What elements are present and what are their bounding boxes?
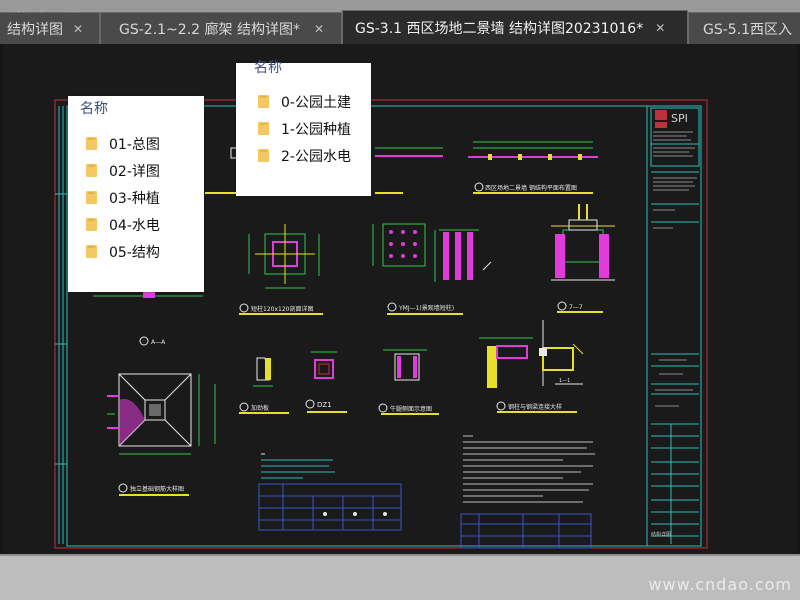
logo-mark bbox=[655, 110, 667, 120]
list-item[interactable]: 0-公园土建 bbox=[258, 88, 351, 115]
tab-label: 结构详图 bbox=[7, 21, 63, 38]
dimension-lines bbox=[107, 234, 320, 444]
list-item[interactable]: 02-详图 bbox=[86, 157, 160, 184]
tab-gs-3-1-active[interactable]: GS-3.1 西区场地二景墙 结构详图20231016* ✕ bbox=[342, 10, 688, 44]
detail-partial-top bbox=[205, 147, 443, 194]
folder-list-popup-right: 名称 0-公园土建 1-公园种植 2-公园水电 bbox=[236, 60, 371, 196]
detail-5-footing-plan: 独立基础钢筋大样图 bbox=[107, 373, 200, 496]
folder-icon bbox=[86, 245, 97, 258]
list-item[interactable]: 1-公园种植 bbox=[258, 115, 351, 142]
detail-10-title: 牛腿侧面示意图 bbox=[390, 405, 432, 413]
column-header-name: 名称 bbox=[80, 101, 108, 117]
folder-label: 2-公园水电 bbox=[281, 148, 351, 165]
folder-label: 0-公园土建 bbox=[281, 94, 351, 111]
tab-structure-detail[interactable]: 结构详图 ✕ bbox=[0, 12, 100, 44]
folder-icon bbox=[86, 137, 97, 150]
folder-list-popup-left: 名称 01-总图 02-详图 03-种植 04-水电 05-结构 bbox=[68, 96, 204, 292]
detail-4-title: A—A bbox=[151, 339, 166, 346]
cad-drawing: SPI bbox=[54, 99, 708, 549]
svg-text:结构详图: 结构详图 bbox=[651, 531, 671, 538]
detail-2-title: 短柱120x120剖面详图 bbox=[251, 305, 313, 313]
folder-label: 1-公园种植 bbox=[281, 121, 351, 138]
detail-8-title: 加劲板 bbox=[251, 404, 269, 412]
tab-label: GS-5.1西区入 bbox=[703, 21, 793, 38]
close-icon[interactable]: ✕ bbox=[655, 20, 666, 35]
folder-icon bbox=[258, 95, 269, 108]
detail-4-section: A—A bbox=[93, 288, 203, 346]
detail-6-embedded-plate: YMJ—1(景观墙短柱) bbox=[372, 223, 463, 315]
list-item[interactable]: 05-结构 bbox=[86, 238, 160, 265]
tab-gs-5-1[interactable]: GS-5.1西区入 bbox=[688, 12, 800, 44]
column-header-name: 名称 bbox=[254, 60, 282, 76]
drawing-border-red bbox=[54, 99, 708, 549]
folder-icon bbox=[86, 191, 97, 204]
list-item[interactable]: 2-公园水电 bbox=[258, 142, 351, 169]
folder-label: 02-详图 bbox=[109, 163, 160, 180]
detail-7-footing-section: 7—7 bbox=[551, 204, 615, 313]
folder-icon bbox=[86, 218, 97, 231]
detail-5-title: 独立基础钢筋大样图 bbox=[130, 485, 184, 493]
detail-anchor-elevation bbox=[434, 229, 492, 282]
tab-label: GS-2.1~2.2 廊架 结构详图* bbox=[119, 21, 300, 38]
detail-9-title: DZ1 bbox=[317, 401, 332, 409]
detail-6-title: YMJ—1(景观墙短柱) bbox=[398, 304, 454, 312]
folder-label: 01-总图 bbox=[109, 136, 160, 153]
tab-label: GS-3.1 西区场地二景墙 结构详图20231016* bbox=[355, 20, 644, 37]
detail-9-dz1: DZ1 bbox=[305, 351, 347, 413]
tab-gs-2-1-corridor[interactable]: GS-2.1~2.2 廊架 结构详图* ✕ bbox=[100, 12, 342, 44]
left-title-strip bbox=[55, 106, 67, 544]
close-icon[interactable]: ✕ bbox=[73, 21, 84, 36]
folder-list: 0-公园土建 1-公园种植 2-公园水电 bbox=[258, 88, 351, 169]
list-item[interactable]: 01-总图 bbox=[86, 130, 160, 157]
list-item[interactable]: 04-水电 bbox=[86, 211, 160, 238]
folder-label: 03-种植 bbox=[109, 190, 160, 207]
detail-3-plan: 西区场地二景墙 钢结构平面布置图 bbox=[468, 141, 598, 194]
watermark-bottom-right: www.cndao.com bbox=[648, 575, 792, 594]
detail-8-stiffener: 加劲板 bbox=[239, 357, 289, 414]
folder-list: 01-总图 02-详图 03-种植 04-水电 05-结构 bbox=[86, 130, 160, 265]
detail-11-beam-column: 1—1 钢柱与钢梁连接大样 bbox=[479, 320, 584, 413]
detail-7-title: 7—7 bbox=[569, 304, 583, 311]
folder-icon bbox=[86, 164, 97, 177]
close-icon[interactable]: ✕ bbox=[313, 21, 325, 36]
folder-label: 04-水电 bbox=[109, 217, 160, 234]
folder-label: 05-结构 bbox=[109, 244, 160, 261]
title-block: SPI bbox=[646, 106, 700, 546]
detail-11-title: 钢柱与钢梁连接大样 bbox=[508, 403, 562, 411]
status-bar: www.cndao.com bbox=[0, 554, 800, 600]
list-item[interactable]: 03-种植 bbox=[86, 184, 160, 211]
folder-icon bbox=[258, 122, 269, 135]
drawing-border-cyan bbox=[66, 105, 702, 547]
label-1-1: 1—1 bbox=[559, 378, 570, 384]
document-tab-bar: 道 标 网 结构详图 ✕ GS-2.1~2.2 廊架 结构详图* ✕ GS-3.… bbox=[0, 0, 800, 44]
detail-2-column-section: 短柱120x120剖面详图 bbox=[239, 224, 323, 315]
folder-icon bbox=[258, 149, 269, 162]
detail-3-title: 西区场地二景墙 钢结构平面布置图 bbox=[485, 184, 577, 192]
detail-10-bracket: 牛腿侧面示意图 bbox=[378, 349, 439, 415]
logo-text: SPI bbox=[671, 112, 688, 125]
notes-right bbox=[460, 435, 595, 549]
notes-left bbox=[258, 453, 402, 531]
